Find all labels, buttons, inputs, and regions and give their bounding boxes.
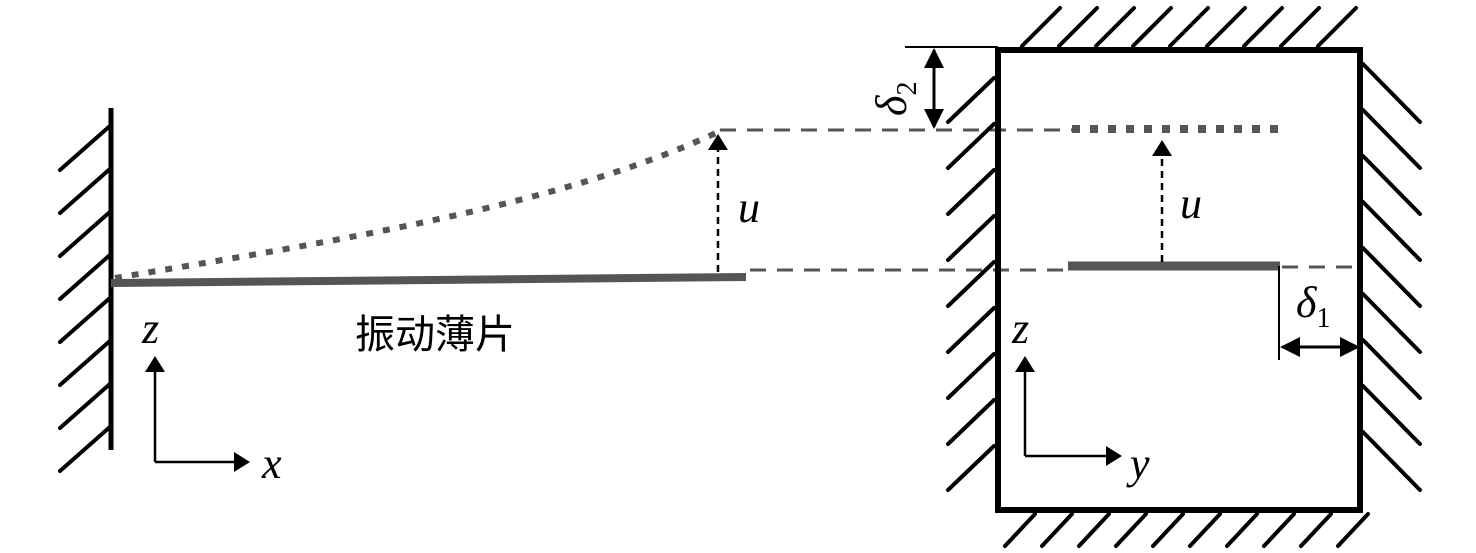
- svg-text:δ2: δ2: [867, 82, 923, 116]
- hatch-mark: [58, 381, 113, 430]
- hatch-mark: [946, 168, 996, 216]
- axis-y-label: y: [1126, 439, 1150, 488]
- hatch-mark: [946, 398, 996, 446]
- hatch-mark: [58, 123, 113, 172]
- plate-rest-line: [110, 273, 747, 287]
- channel-box: [995, 47, 1363, 513]
- hatch-mark: [1361, 62, 1422, 124]
- hatch-mark: [1336, 512, 1370, 548]
- hatch-mark: [1151, 512, 1185, 548]
- hatch-mark: [1077, 512, 1111, 548]
- axis-z-right-label: z: [1011, 304, 1029, 353]
- hatch-mark: [1205, 6, 1247, 48]
- hatch-mark: [946, 352, 996, 400]
- displacement-label-right: u: [1180, 179, 1202, 228]
- hatch-mark: [1361, 384, 1422, 446]
- hatch-mark: [1262, 512, 1296, 548]
- axis-x-label: x: [261, 439, 282, 488]
- hatch-mark: [1242, 6, 1284, 48]
- hatch-mark: [1299, 512, 1333, 548]
- axis-y-arrowhead: [1106, 446, 1122, 466]
- plate-deflected-curve: [114, 129, 720, 281]
- plate-caption: 振动薄片: [355, 312, 515, 358]
- hatch-mark: [1361, 292, 1422, 354]
- hatch-mark: [58, 295, 113, 344]
- hatch-mark: [1131, 6, 1173, 48]
- displacement-arrowhead-right: [1152, 140, 1172, 156]
- hatch-mark: [946, 306, 996, 354]
- delta2-label: δ2: [867, 82, 923, 116]
- hatch-mark: [1057, 6, 1099, 48]
- box-hatching: [946, 6, 1422, 548]
- axis-z-left-arrowhead: [145, 356, 165, 372]
- hatch-mark: [1114, 512, 1148, 548]
- hatch-mark: [1361, 108, 1422, 170]
- hatch-mark: [1361, 200, 1422, 262]
- hatch-mark: [58, 166, 113, 215]
- hatch-mark: [58, 338, 113, 387]
- hatch-mark: [1361, 154, 1422, 216]
- hatch-mark: [946, 76, 996, 124]
- hatch-mark: [1361, 338, 1422, 400]
- hatch-mark: [946, 122, 996, 170]
- hatch-mark: [1040, 512, 1074, 548]
- hatch-mark: [1188, 512, 1222, 548]
- left-wall-hatching: [58, 123, 113, 473]
- hatch-mark: [1361, 246, 1422, 308]
- hatch-mark: [946, 444, 996, 492]
- hatch-mark: [58, 252, 113, 301]
- hatch-mark: [1094, 6, 1136, 48]
- hatch-mark: [58, 209, 113, 258]
- hatch-mark: [1020, 6, 1062, 48]
- hatch-mark: [946, 214, 996, 262]
- axis-z-right-arrowhead: [1015, 356, 1035, 372]
- delta1-label: δ1: [1296, 278, 1330, 334]
- hatch-mark: [1003, 512, 1037, 548]
- hatch-mark: [1316, 6, 1358, 48]
- hatch-mark: [1225, 512, 1259, 548]
- displacement-label-left: u: [738, 183, 760, 232]
- hatch-mark: [946, 260, 996, 308]
- hatch-mark: [1279, 6, 1321, 48]
- displacement-arrowhead-left: [708, 134, 728, 150]
- axis-x-arrowhead: [234, 452, 250, 472]
- hatch-mark: [1168, 6, 1210, 48]
- axis-z-left-label: z: [141, 304, 159, 353]
- hatch-mark: [1361, 430, 1422, 492]
- hatch-mark: [58, 424, 113, 473]
